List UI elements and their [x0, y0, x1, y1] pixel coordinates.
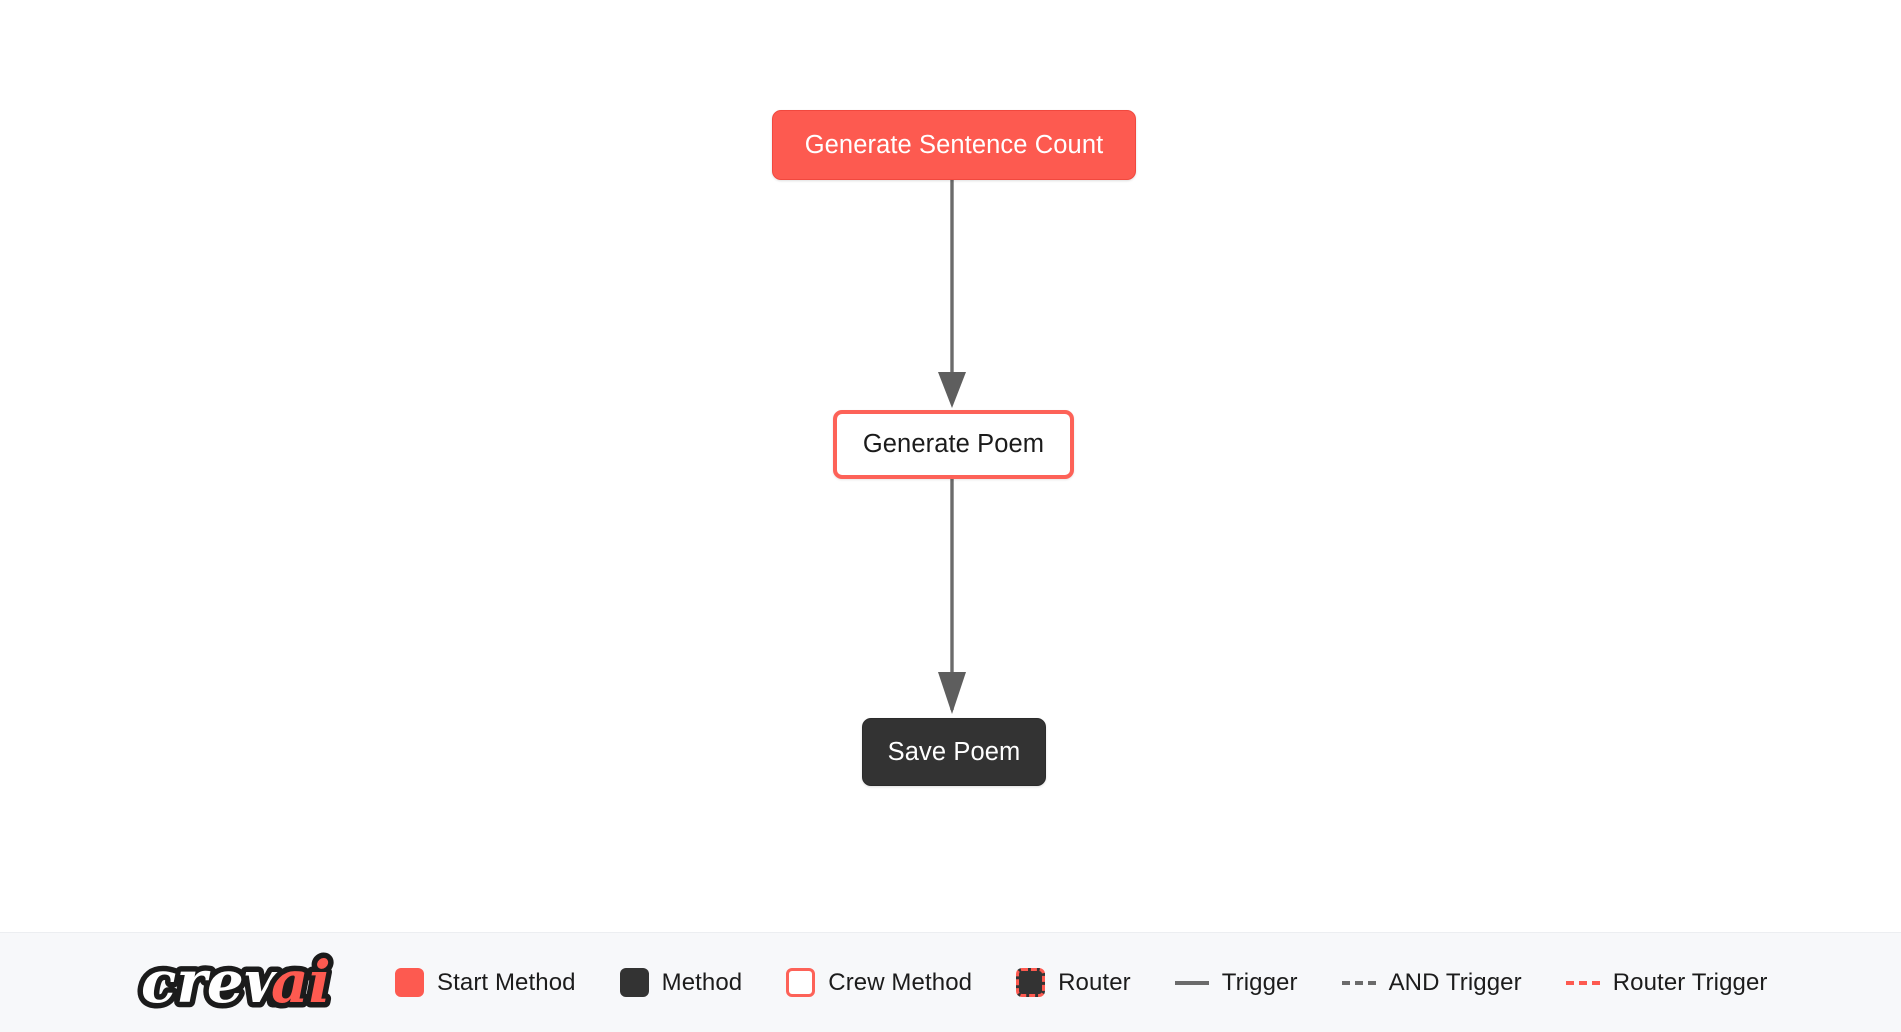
- legend-label: Crew Method: [828, 968, 973, 996]
- legend-label: AND Trigger: [1388, 968, 1522, 996]
- svg-text:crew: crew: [141, 948, 296, 1016]
- legend-items: Start Method Method Crew Method Router T…: [395, 968, 1768, 997]
- legend-item-method: Method: [619, 968, 743, 997]
- and-trigger-line-icon: [1341, 980, 1376, 985]
- legend-label: Method: [661, 968, 743, 996]
- crew-method-swatch-icon: [786, 968, 816, 997]
- flow-canvas[interactable]: Generate Sentence Count Generate Poem Sa…: [0, 0, 1901, 932]
- legend-label: Router Trigger: [1612, 968, 1768, 996]
- svg-text:ai: ai: [271, 948, 331, 1016]
- node-generate-sentence-count[interactable]: Generate Sentence Count: [772, 110, 1136, 180]
- edge-poem-to-save: [938, 479, 966, 714]
- legend-item-crew-method: Crew Method: [786, 968, 972, 997]
- legend-label: Start Method: [437, 968, 576, 996]
- trigger-line-icon: [1174, 980, 1209, 985]
- method-swatch-icon: [619, 968, 649, 997]
- legend-item-router-trigger: Router Trigger: [1565, 968, 1768, 997]
- legend-label: Router: [1058, 968, 1131, 996]
- crewai-logo: crew crew ai ai: [137, 948, 355, 1020]
- edge-sentence-to-poem: [938, 180, 966, 408]
- legend-item-start-method: Start Method: [395, 968, 576, 997]
- legend-item-and-trigger: AND Trigger: [1341, 968, 1522, 997]
- node-save-poem[interactable]: Save Poem: [862, 718, 1046, 786]
- node-generate-poem[interactable]: Generate Poem: [833, 410, 1074, 479]
- node-label: Save Poem: [887, 737, 1021, 766]
- node-label: Generate Poem: [862, 430, 1045, 458]
- legend-item-trigger: Trigger: [1174, 968, 1298, 997]
- router-trigger-line-icon: [1565, 980, 1600, 985]
- router-swatch-icon: [1016, 968, 1046, 997]
- svg-text:crew: crew: [141, 948, 296, 1016]
- legend-label: Trigger: [1221, 968, 1298, 996]
- svg-text:ai: ai: [271, 948, 331, 1016]
- node-label: Generate Sentence Count: [804, 130, 1104, 159]
- start-method-swatch-icon: [395, 968, 424, 997]
- legend-item-router: Router: [1016, 968, 1131, 997]
- legend-bar: crew crew ai ai Start Method Method Crew…: [0, 932, 1901, 1032]
